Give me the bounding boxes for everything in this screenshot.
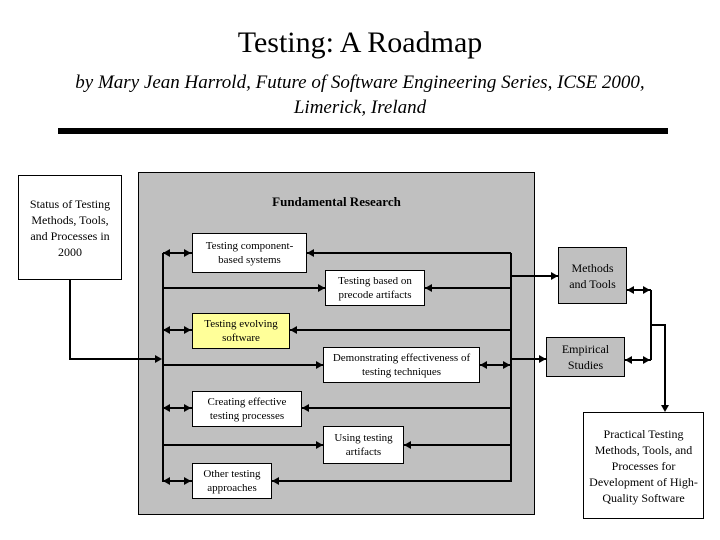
row5-right-connector: [302, 407, 511, 409]
status-connector-arrowhead: [155, 355, 162, 363]
row5-left-arrowhead: [163, 404, 170, 412]
goal-feed-horizontal: [650, 324, 666, 326]
empirical-studies-output-arrowhead: [625, 356, 632, 364]
topic-box-other-testing-approaches: Other testing approaches: [192, 463, 272, 499]
row4-right-arrowhead: [480, 361, 487, 369]
row1-right-arrowhead: [307, 249, 314, 257]
empirical-studies-output-connector: [625, 359, 651, 361]
methods-tools-input-arrowhead: [551, 272, 558, 280]
goal-feed-vertical: [664, 324, 666, 408]
topic-box-using-testing-artifacts: Using testing artifacts: [323, 426, 404, 464]
methods-tools-output-connector: [627, 289, 651, 291]
topic-label: Testing component-based systems: [205, 240, 294, 266]
row7-left-connector: [163, 480, 192, 482]
row2-left-connector: [163, 287, 325, 289]
row4-left-arrowhead: [316, 361, 323, 369]
topic-label: Testing based on precode artifacts: [338, 275, 412, 301]
row3-right-connector: [290, 329, 511, 331]
topic-box-creating-effective-testing-processes: Creating effective testing processes: [192, 391, 302, 427]
row6-right-arrowhead: [404, 441, 411, 449]
output-box-label: Empirical Studies: [561, 342, 610, 372]
topic-box-testing-evolving-software: Testing evolving software: [192, 313, 290, 349]
methods-tools-input-connector: [511, 275, 558, 277]
row1-left-arrowhead: [163, 249, 170, 257]
page-subtitle: by Mary Jean Harrold, Future of Software…: [75, 72, 645, 118]
row5-right-arrowhead: [302, 404, 309, 412]
row7-left-arrowhead: [163, 477, 170, 485]
topic-label: Using testing artifacts: [334, 432, 393, 458]
empirical-studies-input-arrowhead: [539, 355, 546, 363]
goal-box-practical-testing: Practical Testing Methods, Tools, and Pr…: [583, 412, 704, 519]
goal-feed-arrowhead: [661, 405, 669, 412]
row1-left-connector: [163, 252, 192, 254]
empirical-studies-output-arrowhead-in: [643, 356, 650, 364]
row6-left-arrowhead: [316, 441, 323, 449]
status-connector-vertical: [69, 280, 71, 360]
output-box-methods-and-tools: Methods and Tools: [558, 247, 627, 304]
page-title: Testing: A Roadmap: [237, 26, 483, 59]
row5-left-arrowhead-in: [184, 404, 191, 412]
panel-right-spine: [510, 253, 512, 482]
row7-left-arrowhead-in: [184, 477, 191, 485]
topic-box-demonstrating-effectiveness: Demonstrating effectiveness of testing t…: [323, 347, 480, 383]
methods-tools-output-arrowhead: [627, 286, 634, 294]
row1-right-connector: [307, 252, 511, 254]
row6-right-connector: [404, 444, 511, 446]
row2-left-arrowhead: [318, 284, 325, 292]
topic-box-testing-component-based-systems: Testing component-based systems: [192, 233, 307, 273]
output-box-label: Methods and Tools: [569, 260, 616, 291]
row5-left-connector: [163, 407, 192, 409]
panel-heading: Fundamental Research: [272, 194, 401, 209]
row4-left-connector: [163, 364, 323, 366]
row4-right-arrowhead-in: [503, 361, 510, 369]
topic-label: Demonstrating effectiveness of testing t…: [332, 352, 471, 378]
topic-box-testing-based-on-precode-artifacts: Testing based on precode artifacts: [325, 270, 425, 306]
row3-left-connector: [163, 329, 192, 331]
row2-right-arrowhead: [425, 284, 432, 292]
row3-left-arrowhead: [163, 326, 170, 334]
topic-label: Creating effective testing processes: [207, 396, 287, 422]
row7-right-connector: [272, 480, 511, 482]
row3-left-arrowhead-in: [184, 326, 191, 334]
row7-right-arrowhead: [272, 477, 279, 485]
methods-tools-output-arrowhead-in: [643, 286, 650, 294]
row2-right-connector: [425, 287, 511, 289]
goal-box-label: Practical Testing Methods, Tools, and Pr…: [589, 426, 698, 505]
panel-left-spine: [162, 253, 164, 482]
status-box: Status of Testing Methods, Tools, and Pr…: [18, 175, 122, 280]
status-box-label: Status of Testing Methods, Tools, and Pr…: [29, 196, 111, 259]
status-connector-horizontal: [69, 358, 157, 360]
row3-right-arrowhead: [290, 326, 297, 334]
empirical-studies-input-connector: [511, 358, 546, 360]
row6-left-connector: [163, 444, 323, 446]
topic-label: Other testing approaches: [203, 468, 261, 494]
topic-label: Testing evolving software: [204, 318, 278, 344]
row4-right-connector: [480, 364, 511, 366]
title-divider: [58, 128, 668, 134]
row1-left-arrowhead-in: [184, 249, 191, 257]
output-box-empirical-studies: Empirical Studies: [546, 337, 625, 377]
